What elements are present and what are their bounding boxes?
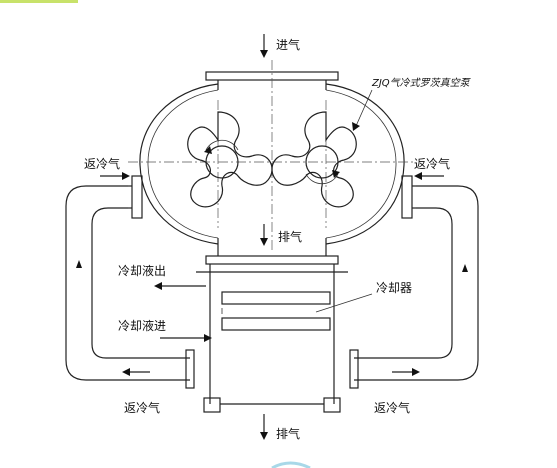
label-inlet: 进气 bbox=[276, 37, 300, 52]
pump-body bbox=[128, 60, 416, 265]
cooler-coil-upper bbox=[221, 291, 331, 305]
right-rotor bbox=[271, 111, 357, 208]
label-return-left: 返冷气 bbox=[84, 156, 120, 171]
left-return-loop bbox=[65, 185, 195, 389]
label-coolant-in: 冷却液进 bbox=[118, 318, 166, 333]
bottom-accent-arc bbox=[271, 461, 311, 468]
label-title: ZJQ气冷式罗茨真空泵 bbox=[371, 77, 472, 89]
label-return-right: 返冷气 bbox=[414, 156, 450, 171]
cooler-section bbox=[196, 264, 348, 413]
left-rotor bbox=[187, 111, 273, 208]
label-return-bottom-right: 返冷气 bbox=[374, 400, 410, 415]
cooler-coil-lower bbox=[221, 317, 331, 331]
label-return-bottom-left: 返冷气 bbox=[124, 400, 160, 415]
label-exhaust-bottom: 排气 bbox=[276, 426, 300, 441]
label-coolant-out: 冷却液出 bbox=[118, 263, 166, 278]
label-cooler: 冷却器 bbox=[376, 281, 412, 295]
flow-arrows bbox=[100, 34, 444, 440]
top-accent-bar bbox=[0, 0, 78, 3]
label-exhaust-mid: 排气 bbox=[278, 229, 302, 244]
right-return-loop bbox=[349, 185, 479, 389]
